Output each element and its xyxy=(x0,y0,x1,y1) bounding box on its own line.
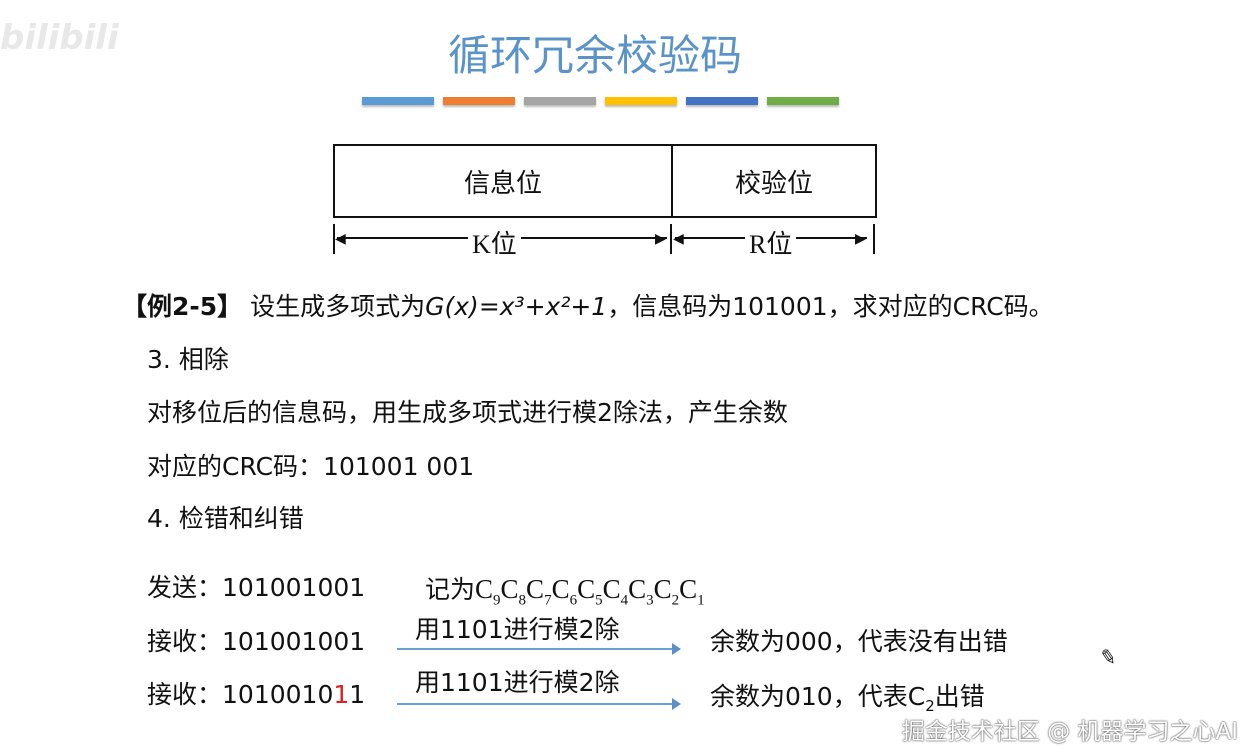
c-term: C9 xyxy=(475,574,501,609)
notation-label: 记为 xyxy=(425,575,476,604)
recv2-result-text: 余数为010，代表C xyxy=(710,682,926,711)
example-text-post: ，信息码为101001，求对应的CRC码。 xyxy=(607,292,1054,321)
pen-icon[interactable]: ✎ xyxy=(1098,643,1119,671)
step3-heading: 3. 相除 xyxy=(147,345,229,374)
color-bar xyxy=(362,97,434,105)
recv1-value: 101001001 xyxy=(222,627,366,656)
bit-length-arrows: ◀ ▶ ◀ ▶ K位 R位 xyxy=(333,224,875,254)
recv1-line: 接收：101001001 xyxy=(147,627,365,657)
example-tag: 【例2-5】 xyxy=(122,292,243,321)
c-term: C8 xyxy=(500,574,527,609)
recv2-label: 接收： xyxy=(147,680,223,709)
recv2-value: 1010010 xyxy=(222,680,334,709)
c-term: C2 xyxy=(653,574,680,609)
arrow-right-icon: ▶ xyxy=(855,232,866,247)
color-bar xyxy=(767,97,839,105)
recv1-result: 余数为000，代表没有出错 xyxy=(710,627,1008,656)
send-value: 101001001 xyxy=(222,573,366,602)
color-bar xyxy=(605,97,677,105)
color-bar xyxy=(686,97,758,105)
recv2-value-end: 1 xyxy=(349,680,366,709)
example-text: 设生成多项式为 xyxy=(250,292,426,321)
step4-heading: 4. 检错和纠错 xyxy=(147,504,304,533)
crc-result: 对应的CRC码：101001 001 xyxy=(147,452,475,481)
k-bits-label: K位 xyxy=(468,224,521,254)
arrow-left-icon: ◀ xyxy=(673,232,684,247)
example-line: 【例2-5】 设生成多项式为G(x)=x³+x²+1，信息码为101001，求对… xyxy=(122,292,1054,322)
recv1-label: 接收： xyxy=(147,627,223,656)
recv2-result-post: 出错 xyxy=(934,682,985,711)
c-term: C5 xyxy=(577,574,603,609)
c-term: C1 xyxy=(679,574,705,609)
recv2-arrow xyxy=(397,698,681,710)
c-term: C6 xyxy=(551,574,578,609)
color-bar xyxy=(443,97,515,105)
send-label: 发送： xyxy=(147,573,223,602)
arrow-right-icon: ▶ xyxy=(655,232,666,247)
r-bits-label: R位 xyxy=(745,224,797,254)
recv2-result-sub: 2 xyxy=(925,697,935,715)
recv2-line: 接收：101001011 xyxy=(147,680,365,710)
recv2-result: 余数为010，代表C2出错 xyxy=(710,682,985,721)
slide-title: 循环冗余校验码 xyxy=(447,31,742,80)
recv1-op: 用1101进行模2除 xyxy=(415,615,620,644)
notation: 记为C9C8C7C6C5C4C3C2C1 xyxy=(425,570,705,609)
credit-watermark: 掘金技术社区 @ 机器学习之心AI xyxy=(901,719,1238,745)
check-bits-cell: 校验位 xyxy=(671,144,877,218)
crc-structure-table: 信息位 校验位 xyxy=(333,144,877,218)
info-bits-cell: 信息位 xyxy=(333,144,673,218)
polynomial: G(x)=x³+x²+1 xyxy=(425,292,608,321)
error-bit: 1 xyxy=(333,680,350,709)
c-term: C3 xyxy=(628,574,654,609)
recv1-arrow xyxy=(397,643,681,655)
bilibili-watermark-logo: bilibili xyxy=(0,18,119,58)
send-line: 发送：101001001 xyxy=(147,573,365,603)
color-bar xyxy=(524,97,596,105)
step3-desc: 对移位后的信息码，用生成多项式进行模2除法，产生余数 xyxy=(147,398,788,427)
arrow-left-icon: ◀ xyxy=(335,232,346,247)
recv2-op: 用1101进行模2除 xyxy=(415,668,620,697)
c-term: C7 xyxy=(526,574,552,609)
c-term: C4 xyxy=(602,574,629,609)
